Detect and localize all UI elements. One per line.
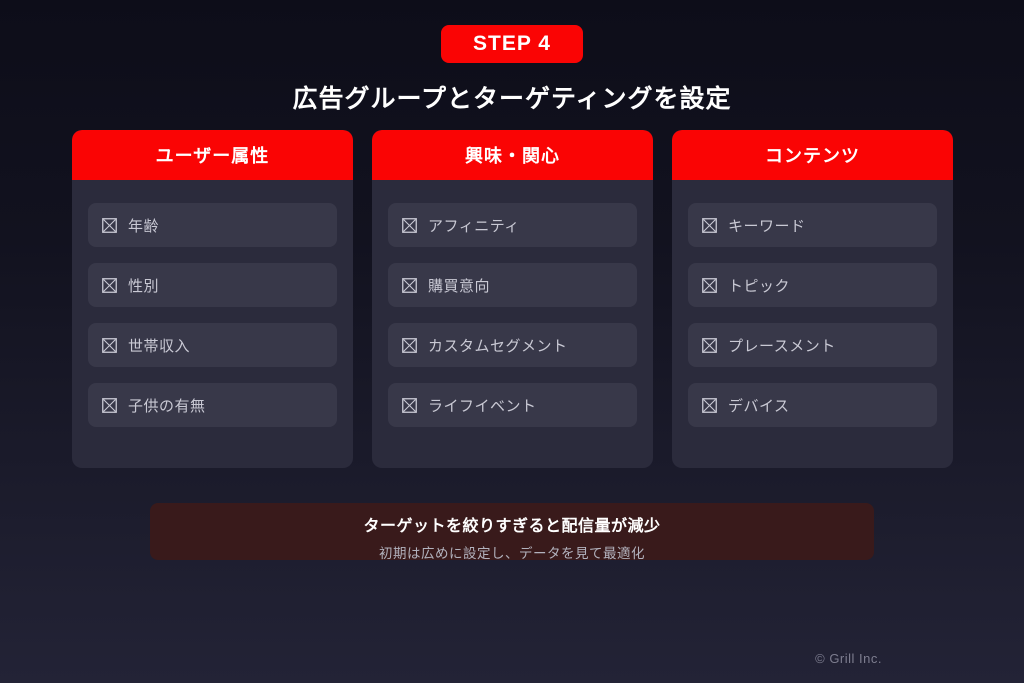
warning-note: ターゲットを絞りすぎると配信量が減少 初期は広めに設定し、データを見て最適化	[150, 503, 874, 561]
missing-glyph-box-icon	[702, 337, 717, 353]
card-user-attributes: ユーザー属性 年齢 性別 世帯収入 子供の有無	[72, 130, 353, 468]
list-item: デバイス	[688, 383, 937, 427]
item-label: ライフイベント	[428, 397, 537, 415]
page-title: 広告グループとターゲティングを設定	[292, 85, 732, 113]
card-interests: 興味・関心 アフィニティ 購買意向 カスタムセグメント ライフイベント	[372, 130, 653, 468]
item-label: デバイス	[728, 397, 790, 415]
missing-glyph-box-icon	[102, 337, 117, 353]
item-label: キーワード	[728, 217, 806, 235]
list-item: ライフイベント	[388, 383, 637, 427]
copyright: © Grill Inc.	[815, 651, 882, 666]
category-columns: ユーザー属性 年齢 性別 世帯収入 子供の有無	[72, 130, 953, 468]
card-body: アフィニティ 購買意向 カスタムセグメント ライフイベント	[372, 180, 653, 427]
step-badge: STEP 4	[441, 25, 583, 63]
list-item: 子供の有無	[88, 383, 337, 427]
missing-glyph-box-icon	[402, 397, 417, 413]
missing-glyph-box-icon	[102, 217, 117, 233]
list-item: トピック	[688, 263, 937, 307]
list-item: 購買意向	[388, 263, 637, 307]
item-label: カスタムセグメント	[428, 337, 568, 355]
list-item: 性別	[88, 263, 337, 307]
missing-glyph-box-icon	[102, 277, 117, 293]
missing-glyph-box-icon	[702, 277, 717, 293]
card-header: コンテンツ	[672, 130, 953, 180]
list-item: アフィニティ	[388, 203, 637, 247]
card-body: キーワード トピック プレースメント デバイス	[672, 180, 953, 427]
item-label: 子供の有無	[128, 397, 206, 415]
warning-note-subtitle: 初期は広めに設定し、データを見て最適化	[379, 546, 645, 561]
item-label: 世帯収入	[128, 337, 191, 355]
missing-glyph-box-icon	[402, 277, 417, 293]
warning-note-title: ターゲットを絞りすぎると配信量が減少	[363, 518, 661, 535]
missing-glyph-box-icon	[702, 217, 717, 233]
missing-glyph-box-icon	[402, 217, 417, 233]
card-content: コンテンツ キーワード トピック プレースメント デバイス	[672, 130, 953, 468]
item-label: 年齢	[128, 217, 160, 235]
card-body: 年齢 性別 世帯収入 子供の有無	[72, 180, 353, 427]
item-label: 購買意向	[428, 277, 491, 295]
list-item: キーワード	[688, 203, 937, 247]
list-item: 世帯収入	[88, 323, 337, 367]
card-header: 興味・関心	[372, 130, 653, 180]
missing-glyph-box-icon	[102, 397, 117, 413]
list-item: カスタムセグメント	[388, 323, 637, 367]
list-item: 年齢	[88, 203, 337, 247]
item-label: アフィニティ	[428, 217, 520, 235]
missing-glyph-box-icon	[702, 397, 717, 413]
item-label: プレースメント	[728, 337, 836, 355]
item-label: 性別	[128, 277, 160, 295]
item-label: トピック	[728, 277, 791, 295]
missing-glyph-box-icon	[402, 337, 417, 353]
list-item: プレースメント	[688, 323, 937, 367]
card-header: ユーザー属性	[72, 130, 353, 180]
